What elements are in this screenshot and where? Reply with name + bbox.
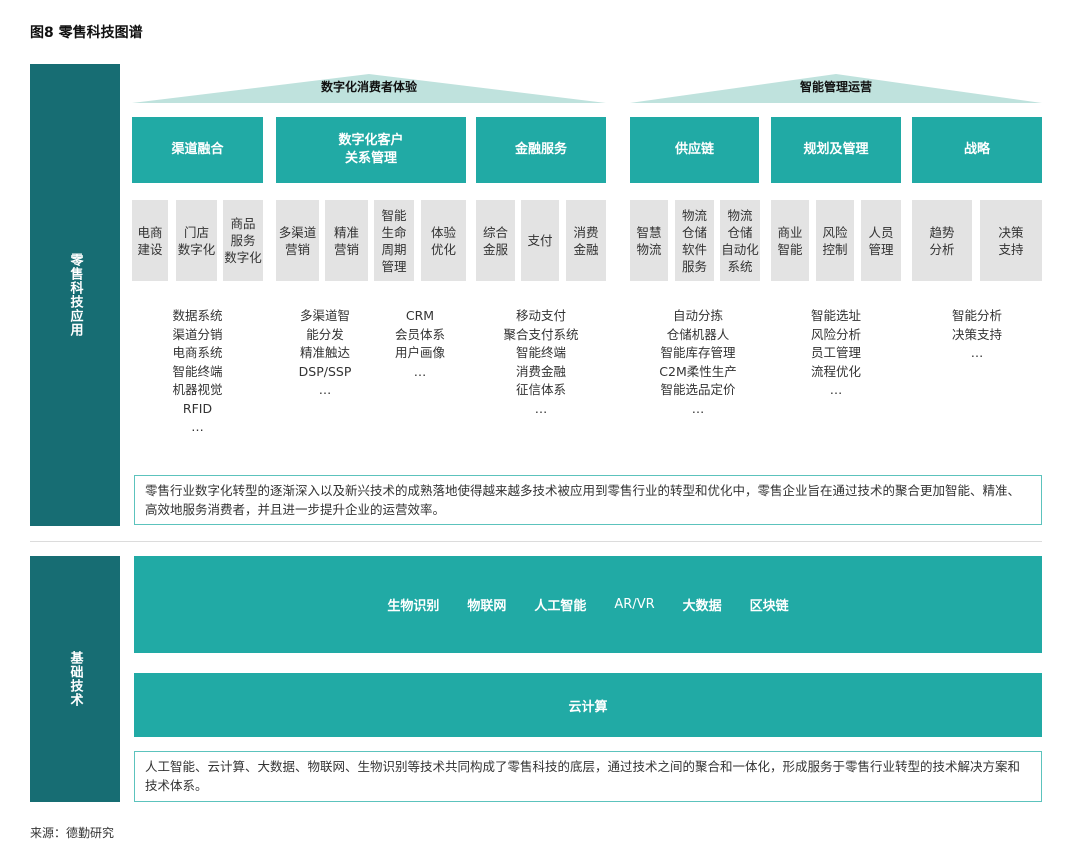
subcategory-box: 综合 金服 bbox=[476, 200, 515, 281]
cloud-label: 云计算 bbox=[568, 699, 608, 715]
tech-list-strategy: 智能分析 决策支持 … bbox=[951, 308, 1002, 360]
tech-list-crm-b: CRM 会员体系 用户画像 … bbox=[394, 308, 445, 379]
subcategory-box: 商品 服务 数字化 bbox=[223, 200, 263, 281]
sidebar-label: 基础技术 bbox=[67, 651, 83, 707]
foundation-note: 人工智能、云计算、大数据、物联网、生物识别等技术共同构成了零售科技的底层，通过技… bbox=[134, 751, 1042, 802]
tech-ai: 人工智能 bbox=[534, 599, 587, 614]
tech-list-planning-management: 智能选址 风险分析 员工管理 流程优化 … bbox=[810, 308, 861, 397]
roof-label: 智能管理运营 bbox=[799, 80, 872, 94]
subcategory-box: 消费 金融 bbox=[566, 200, 606, 281]
tech-biometrics: 生物识别 bbox=[387, 599, 440, 614]
roof-label: 数字化消费者体验 bbox=[320, 80, 417, 94]
subcategory-box: 风险 控制 bbox=[816, 200, 854, 281]
subcategory-box: 商业 智能 bbox=[771, 200, 809, 281]
tech-iot: 物联网 bbox=[467, 599, 507, 614]
tech-blockchain: 区块链 bbox=[749, 599, 789, 614]
sidebar-label: 零售科技应用 bbox=[67, 253, 83, 337]
category-strategy: 战略 bbox=[912, 117, 1042, 183]
subcategory-box: 体验 优化 bbox=[421, 200, 466, 281]
subcategory-box: 支付 bbox=[521, 200, 559, 281]
category-digital-crm: 数字化客户 关系管理 bbox=[276, 117, 466, 183]
subcategory-box: 决策 支持 bbox=[980, 200, 1042, 281]
figure-title: 图8 零售科技图谱 bbox=[30, 25, 143, 41]
tech-list-supply-chain: 自动分拣 仓储机器人 智能库存管理 C2M柔性生产 智能选品定价 … bbox=[659, 308, 737, 416]
roof-shape bbox=[630, 74, 1042, 103]
tech-ar-vr: AR/VR bbox=[614, 597, 655, 612]
category-channel-integration: 渠道融合 bbox=[132, 117, 263, 183]
tech-list-channel-integration: 数据系统 渠道分销 电商系统 智能终端 机器视觉 RFID … bbox=[172, 308, 223, 434]
source-note: 来源：德勤研究 bbox=[30, 826, 115, 840]
section-divider bbox=[30, 541, 1042, 542]
subcategory-box: 电商 建设 bbox=[132, 200, 168, 281]
sidebar-foundation-tech: 基础技术 bbox=[30, 556, 120, 802]
subcategory-box: 趋势 分析 bbox=[912, 200, 972, 281]
category-planning-management: 规划及管理 bbox=[771, 117, 901, 183]
subcategory-box: 物流 仓储 自动化 系统 bbox=[720, 200, 760, 281]
tech-list-financial-services: 移动支付 聚合支付系统 智能终端 消费金融 征信体系 … bbox=[503, 308, 579, 416]
roof-shape bbox=[132, 74, 606, 103]
subcategory-box: 精准 营销 bbox=[325, 200, 368, 281]
subcategory-box: 物流 仓储 软件 服务 bbox=[675, 200, 714, 281]
tech-list-crm-a: 多渠道智 能分发 精准触达 DSP/SSP … bbox=[298, 308, 352, 397]
sidebar-retail-tech-application: 零售科技应用 bbox=[30, 64, 120, 526]
cloud-computing-band: 云计算 bbox=[134, 673, 1042, 737]
subcategory-box: 智能 生命 周期 管理 bbox=[374, 200, 414, 281]
category-supply-chain: 供应链 bbox=[630, 117, 759, 183]
tech-big-data: 大数据 bbox=[682, 599, 722, 614]
subcategory-box: 门店 数字化 bbox=[176, 200, 217, 281]
roof-digital-consumer-experience: 数字化消费者体验 bbox=[132, 74, 606, 103]
subcategory-box: 人员 管理 bbox=[861, 200, 901, 281]
category-financial-services: 金融服务 bbox=[476, 117, 606, 183]
foundation-tech-band: 生物识别 物联网 人工智能 AR/VR 大数据 区块链 bbox=[134, 556, 1042, 653]
subcategory-box: 智慧 物流 bbox=[630, 200, 668, 281]
subcategory-box: 多渠道 营销 bbox=[276, 200, 319, 281]
application-note: 零售行业数字化转型的逐渐深入以及新兴技术的成熟落地使得越来越多技术被应用到零售行… bbox=[134, 475, 1042, 525]
roof-smart-management-operations: 智能管理运营 bbox=[630, 74, 1042, 103]
